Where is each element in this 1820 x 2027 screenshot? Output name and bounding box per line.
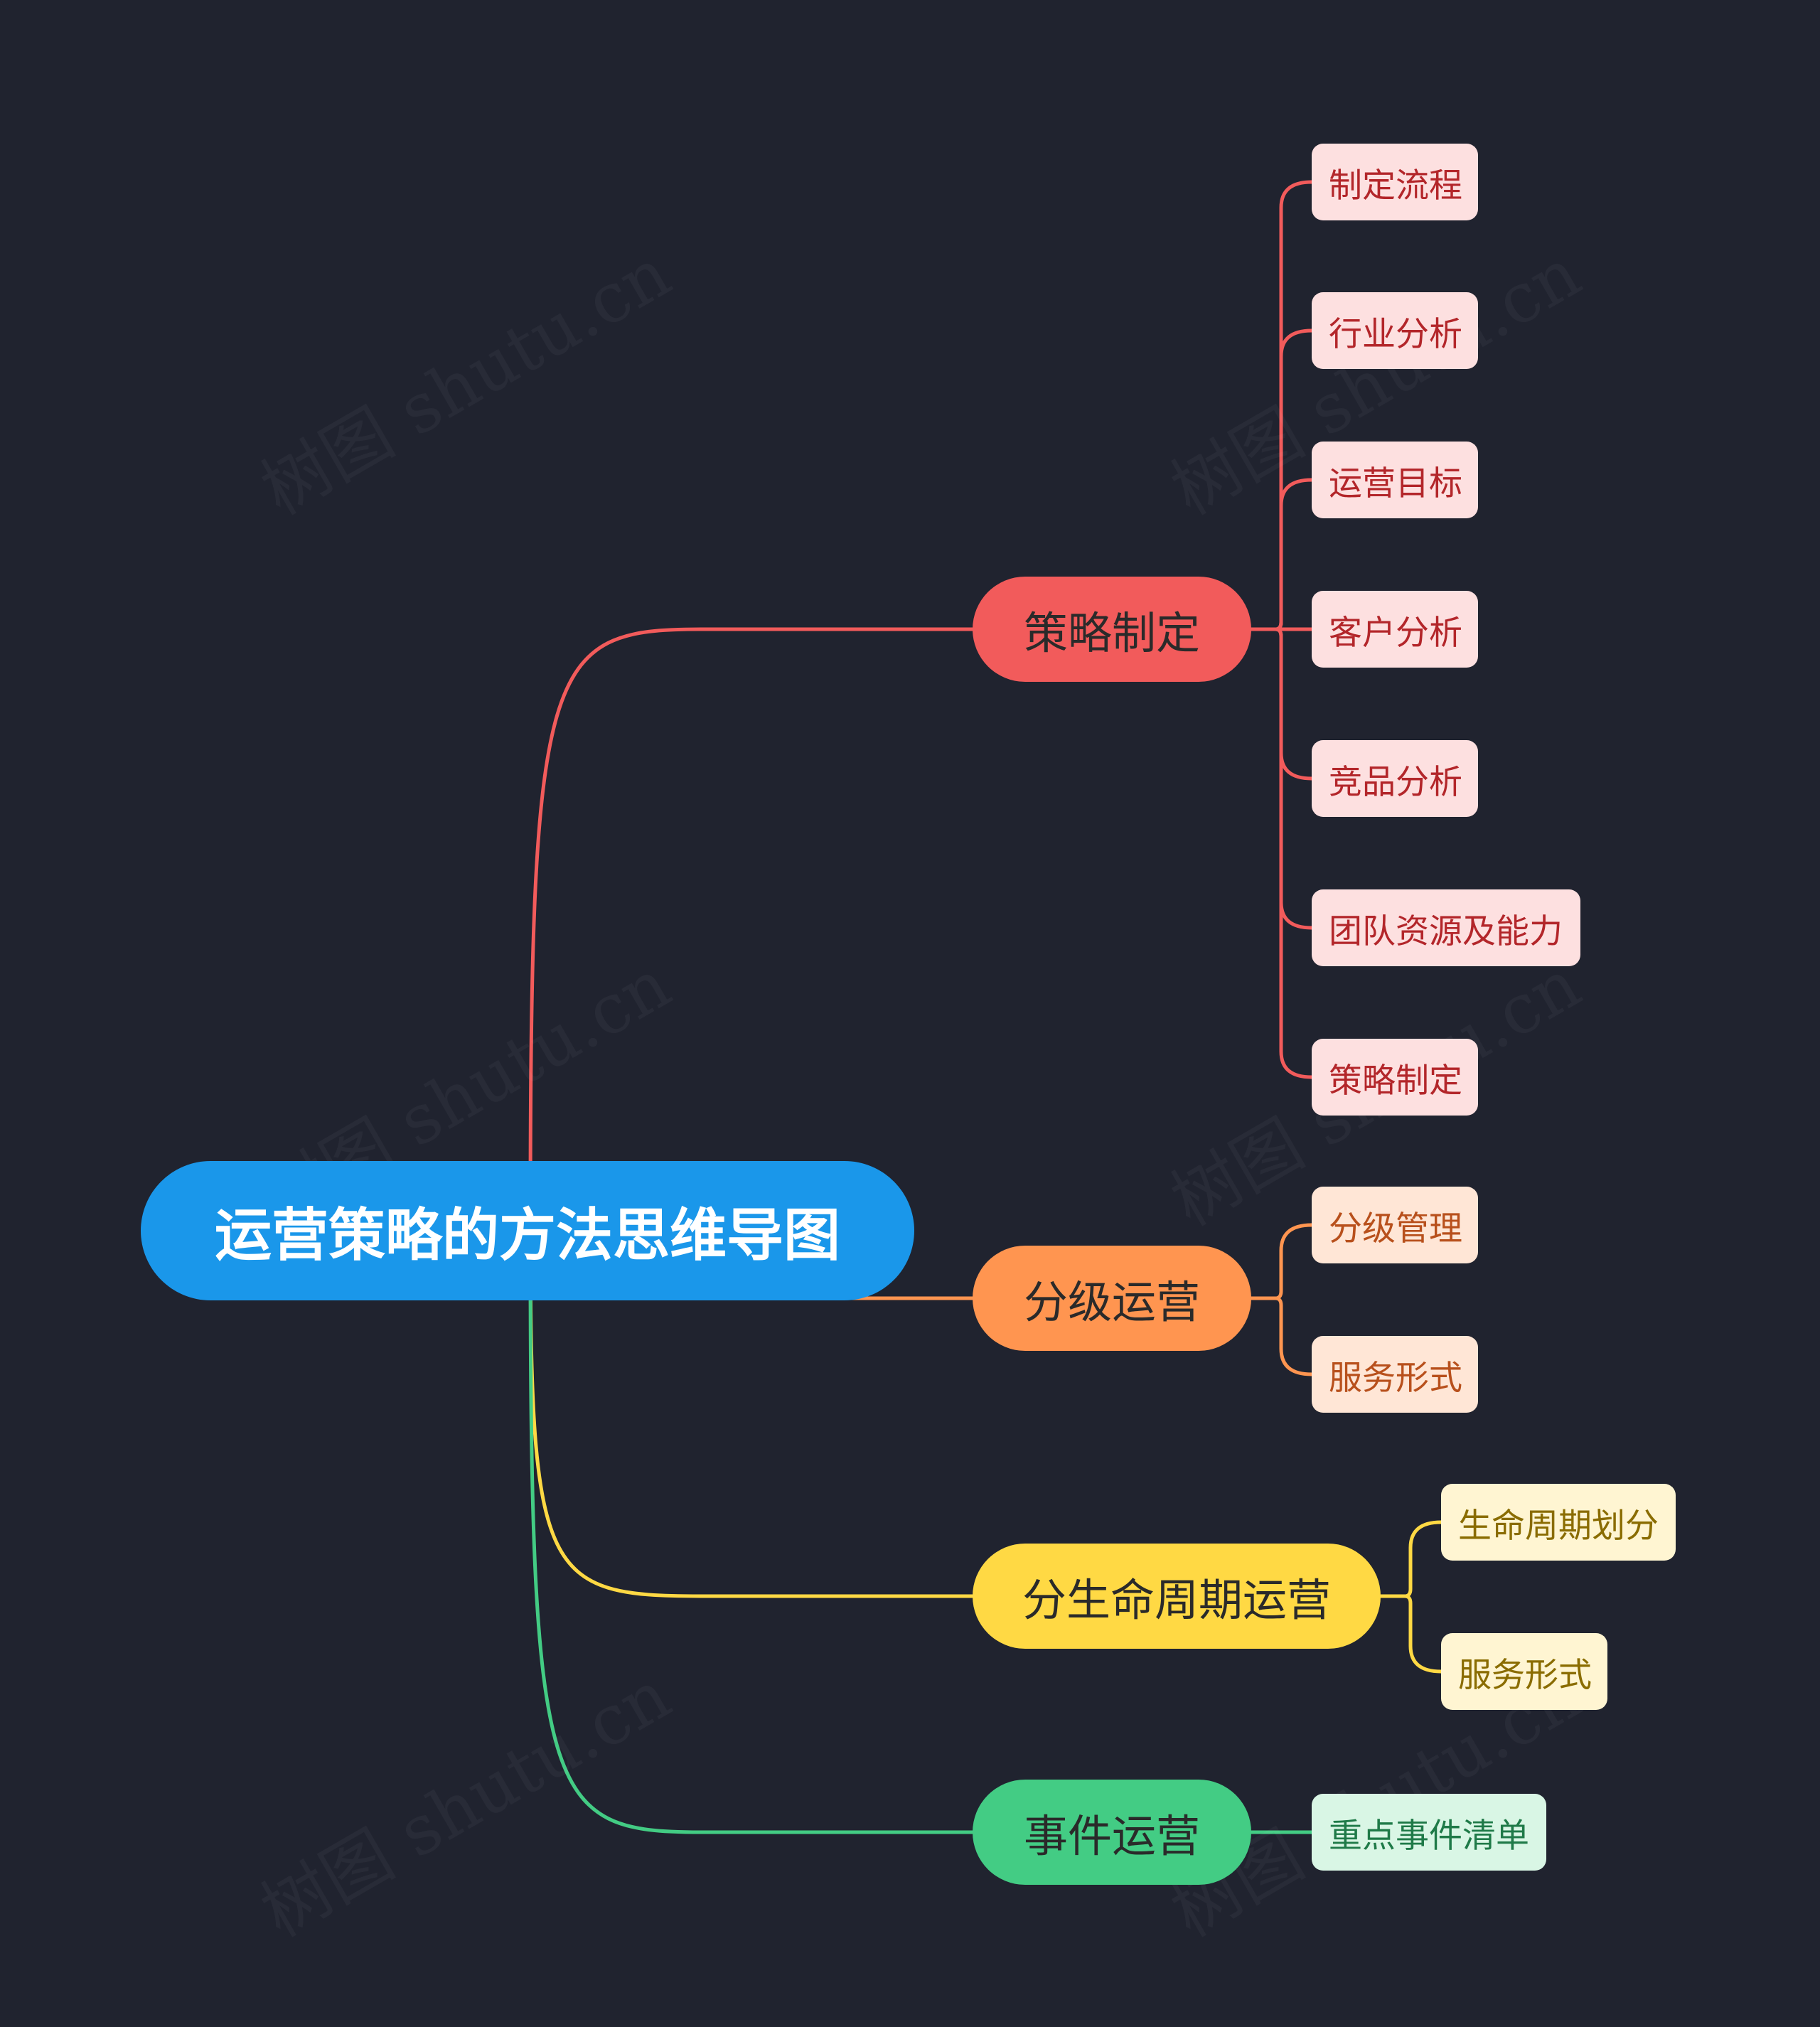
leaf-node[interactable]: 团队资源及能力 <box>1312 889 1580 966</box>
branch-node[interactable]: 分级运营 <box>973 1246 1251 1351</box>
connector-branch-to-leaf <box>1249 478 1314 631</box>
connector-branch-to-leaf <box>1249 1296 1314 1376</box>
leaf-node[interactable]: 客户分析 <box>1312 591 1478 668</box>
leaf-node[interactable]: 运营目标 <box>1312 442 1478 518</box>
connector-branch-to-leaf <box>1379 1520 1443 1598</box>
connector-branch-to-leaf <box>1379 1594 1443 1674</box>
leaf-node[interactable]: 重点事件清单 <box>1312 1794 1546 1871</box>
leaf-node[interactable]: 服务形式 <box>1312 1336 1478 1413</box>
leaf-node[interactable]: 竞品分析 <box>1312 740 1478 817</box>
leaf-node[interactable]: 制定流程 <box>1312 144 1478 220</box>
leaf-node[interactable]: 行业分析 <box>1312 292 1478 369</box>
connector-branch-to-leaf <box>1249 627 1314 1079</box>
leaf-node[interactable]: 服务形式 <box>1441 1633 1607 1710</box>
leaf-node[interactable]: 分级管理 <box>1312 1187 1478 1263</box>
connector-branch-to-leaf <box>1249 1223 1314 1300</box>
leaf-node[interactable]: 生命周期划分 <box>1441 1484 1676 1561</box>
leaf-node[interactable]: 策略制定 <box>1312 1039 1478 1116</box>
connector-root-to-branch <box>528 1229 975 1834</box>
branch-node[interactable]: 策略制定 <box>973 577 1251 682</box>
branch-node[interactable]: 事件运营 <box>973 1780 1251 1885</box>
root-node[interactable]: 运营策略的方法思维导图 <box>141 1161 914 1300</box>
branch-node[interactable]: 分生命周期运营 <box>973 1544 1381 1649</box>
connector-root-to-branch <box>528 627 975 1233</box>
